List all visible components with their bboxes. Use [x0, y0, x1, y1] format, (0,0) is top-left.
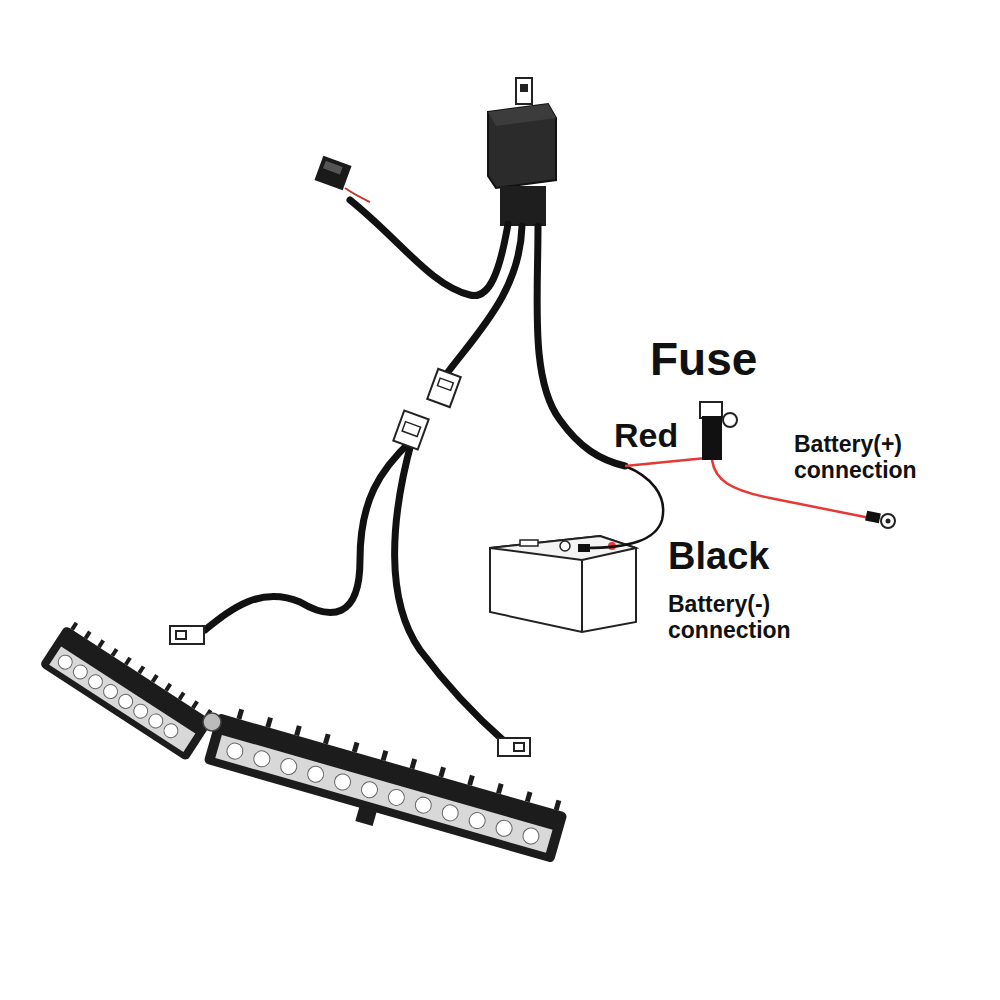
relay-tab-hole: [520, 84, 528, 92]
black-terminal: [578, 544, 590, 552]
black-wire: [585, 466, 663, 548]
red-wire: [625, 458, 706, 466]
inline-connector: [393, 369, 460, 450]
relay-boot: [500, 186, 546, 226]
wire-color-label: Red: [614, 416, 704, 454]
relay-box: [488, 104, 556, 188]
ring-terminal: [865, 511, 895, 528]
relay-top: [488, 104, 556, 126]
relay-tab: [516, 78, 532, 104]
bar-pivot: [203, 713, 221, 731]
connection-label: Battery(-) connection: [668, 592, 843, 644]
fuse-holder: [700, 402, 737, 460]
wire-color-label: Black: [668, 535, 808, 578]
connection-label: Battery(+) connection: [794, 432, 969, 484]
light-bar-right: [200, 703, 571, 876]
battery: [490, 536, 636, 632]
light-bar-left: [39, 619, 217, 762]
fuse-label: Fuse: [650, 334, 820, 386]
harness-wires: [205, 200, 625, 742]
switch-connector: [314, 156, 370, 202]
